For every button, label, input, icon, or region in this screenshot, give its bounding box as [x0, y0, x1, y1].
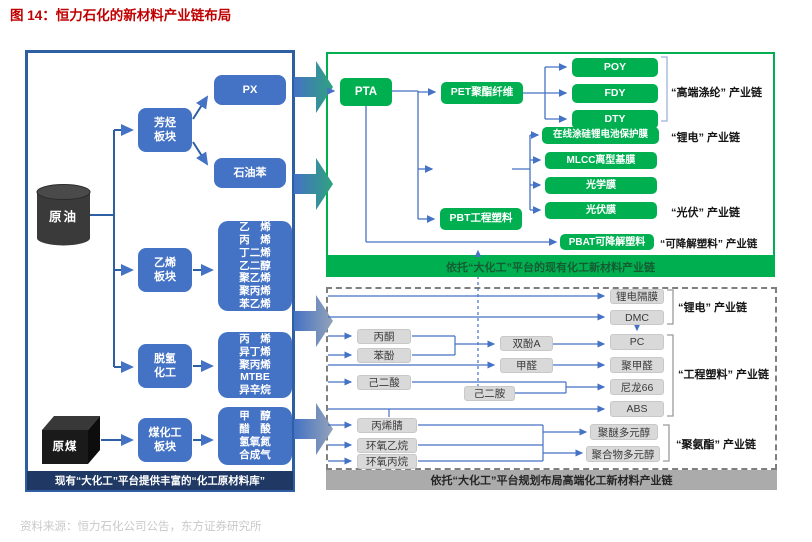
- node-fdy: FDY: [572, 84, 658, 103]
- node-petroleum-benzene: 石油苯: [214, 158, 286, 188]
- figure-title: 图 14：恒力石化的新材料产业链布局: [10, 8, 232, 23]
- node-poy: POY: [572, 58, 658, 77]
- label-polyurethane-chain: “聚氨酯” 产业链: [676, 439, 757, 451]
- node-acrylonitrile: 丙烯腈: [357, 418, 417, 433]
- node-pta: PTA: [340, 78, 392, 106]
- node-aromatics-sector: 芳烃 板块: [138, 108, 192, 152]
- node-dehydro-products: 丙 烯 异丁烯 聚丙烯 MTBE 异辛烷: [218, 332, 292, 398]
- flow-arrow-aromatics: [294, 61, 333, 113]
- node-dmc: DMC: [610, 310, 664, 325]
- node-coal-products: 甲 醇 醋 酸 氢氧氮 合成气: [218, 407, 292, 465]
- label-engineering-plastics-chain: “工程塑料” 产业链: [678, 369, 770, 381]
- node-hexamethylenediamine: 己二胺: [464, 386, 515, 401]
- node-pom: 聚甲醛: [610, 357, 664, 373]
- label-degradable-chain: “可降解塑料” 产业链: [660, 238, 758, 250]
- node-ethylene-sector: 乙烯 板块: [138, 248, 192, 292]
- chain-brackets-gray: [663, 289, 674, 462]
- flow-arrow-benzene: [294, 158, 333, 210]
- left-panel-lines: [90, 95, 214, 446]
- raw-coal-cube-icon: [42, 416, 100, 464]
- source-note: 资料来源：恒力石化公司公告，东方证券研究所: [20, 521, 262, 533]
- crude-oil-cylinder-icon: [36, 184, 91, 246]
- green-panel-lines: [326, 63, 568, 246]
- label-pv-chain: “光伏” 产业链: [671, 207, 741, 219]
- label-polyester-chain: “高端涤纶” 产业链: [671, 87, 763, 99]
- gray-panel-banner: 依托“大化工”平台规划布局高端化工新材料产业链: [326, 470, 777, 490]
- node-polymer-polyol: 聚合物多元醇: [586, 446, 660, 462]
- node-nylon66: 尼龙66: [610, 379, 664, 395]
- node-abs: ABS: [610, 401, 664, 417]
- node-propylene-oxide: 环氧丙烷: [357, 454, 417, 469]
- node-pbat: PBAT可降解塑料: [560, 234, 654, 250]
- node-mlcc-film: MLCC离型基膜: [545, 152, 657, 169]
- green-panel-banner: 依托“大化工”平台的现有化工新材料产业链: [326, 257, 775, 277]
- node-phenol: 苯酚: [357, 348, 411, 363]
- node-formaldehyde: 甲醛: [500, 358, 553, 373]
- node-dehydrogenation-sector: 脱氢 化工: [138, 344, 192, 388]
- node-coal-chemical-sector: 煤化工 板块: [138, 418, 192, 462]
- node-adipic-acid: 己二酸: [357, 375, 411, 390]
- left-panel-banner: 现有“大化工”平台提供丰富的“化工原材料库”: [27, 471, 293, 490]
- node-acetone: 丙酮: [357, 329, 411, 344]
- node-bisphenol-a: 双酚A: [500, 336, 553, 351]
- label-lithium-chain-bottom: “锂电” 产业链: [678, 302, 748, 314]
- flow-arrow-dehydro: [294, 295, 333, 347]
- node-pet-fiber: PET聚酯纤维: [441, 82, 523, 104]
- node-dty: DTY: [572, 110, 658, 129]
- existing-chain-panel: [326, 52, 775, 257]
- node-battery-protect-film: 在线涂硅锂电池保护膜: [542, 127, 659, 144]
- node-px: PX: [214, 75, 286, 105]
- node-pv-film: 光伏膜: [545, 202, 657, 219]
- node-optical-film: 光学膜: [545, 177, 657, 194]
- crude-oil-label: 原油: [48, 210, 78, 224]
- node-battery-separator: 锂电隔膜: [610, 289, 664, 304]
- node-pbt: PBT工程塑料: [440, 208, 522, 230]
- flow-arrow-coal: [294, 403, 333, 455]
- dashed-panel-lines: [328, 249, 641, 465]
- node-polyether-polyol: 聚醚多元醇: [590, 424, 658, 440]
- raw-coal-label: 原煤: [52, 441, 78, 453]
- node-pc: PC: [610, 334, 664, 350]
- chain-brackets: [661, 56, 668, 122]
- label-lithium-chain-top: “锂电” 产业链: [671, 132, 741, 144]
- node-ethylene-oxide: 环氧乙烷: [357, 438, 417, 453]
- node-ethylene-products: 乙 烯 丙 烯 丁二烯 乙二醇 聚乙烯 聚丙烯 苯乙烯: [218, 221, 292, 311]
